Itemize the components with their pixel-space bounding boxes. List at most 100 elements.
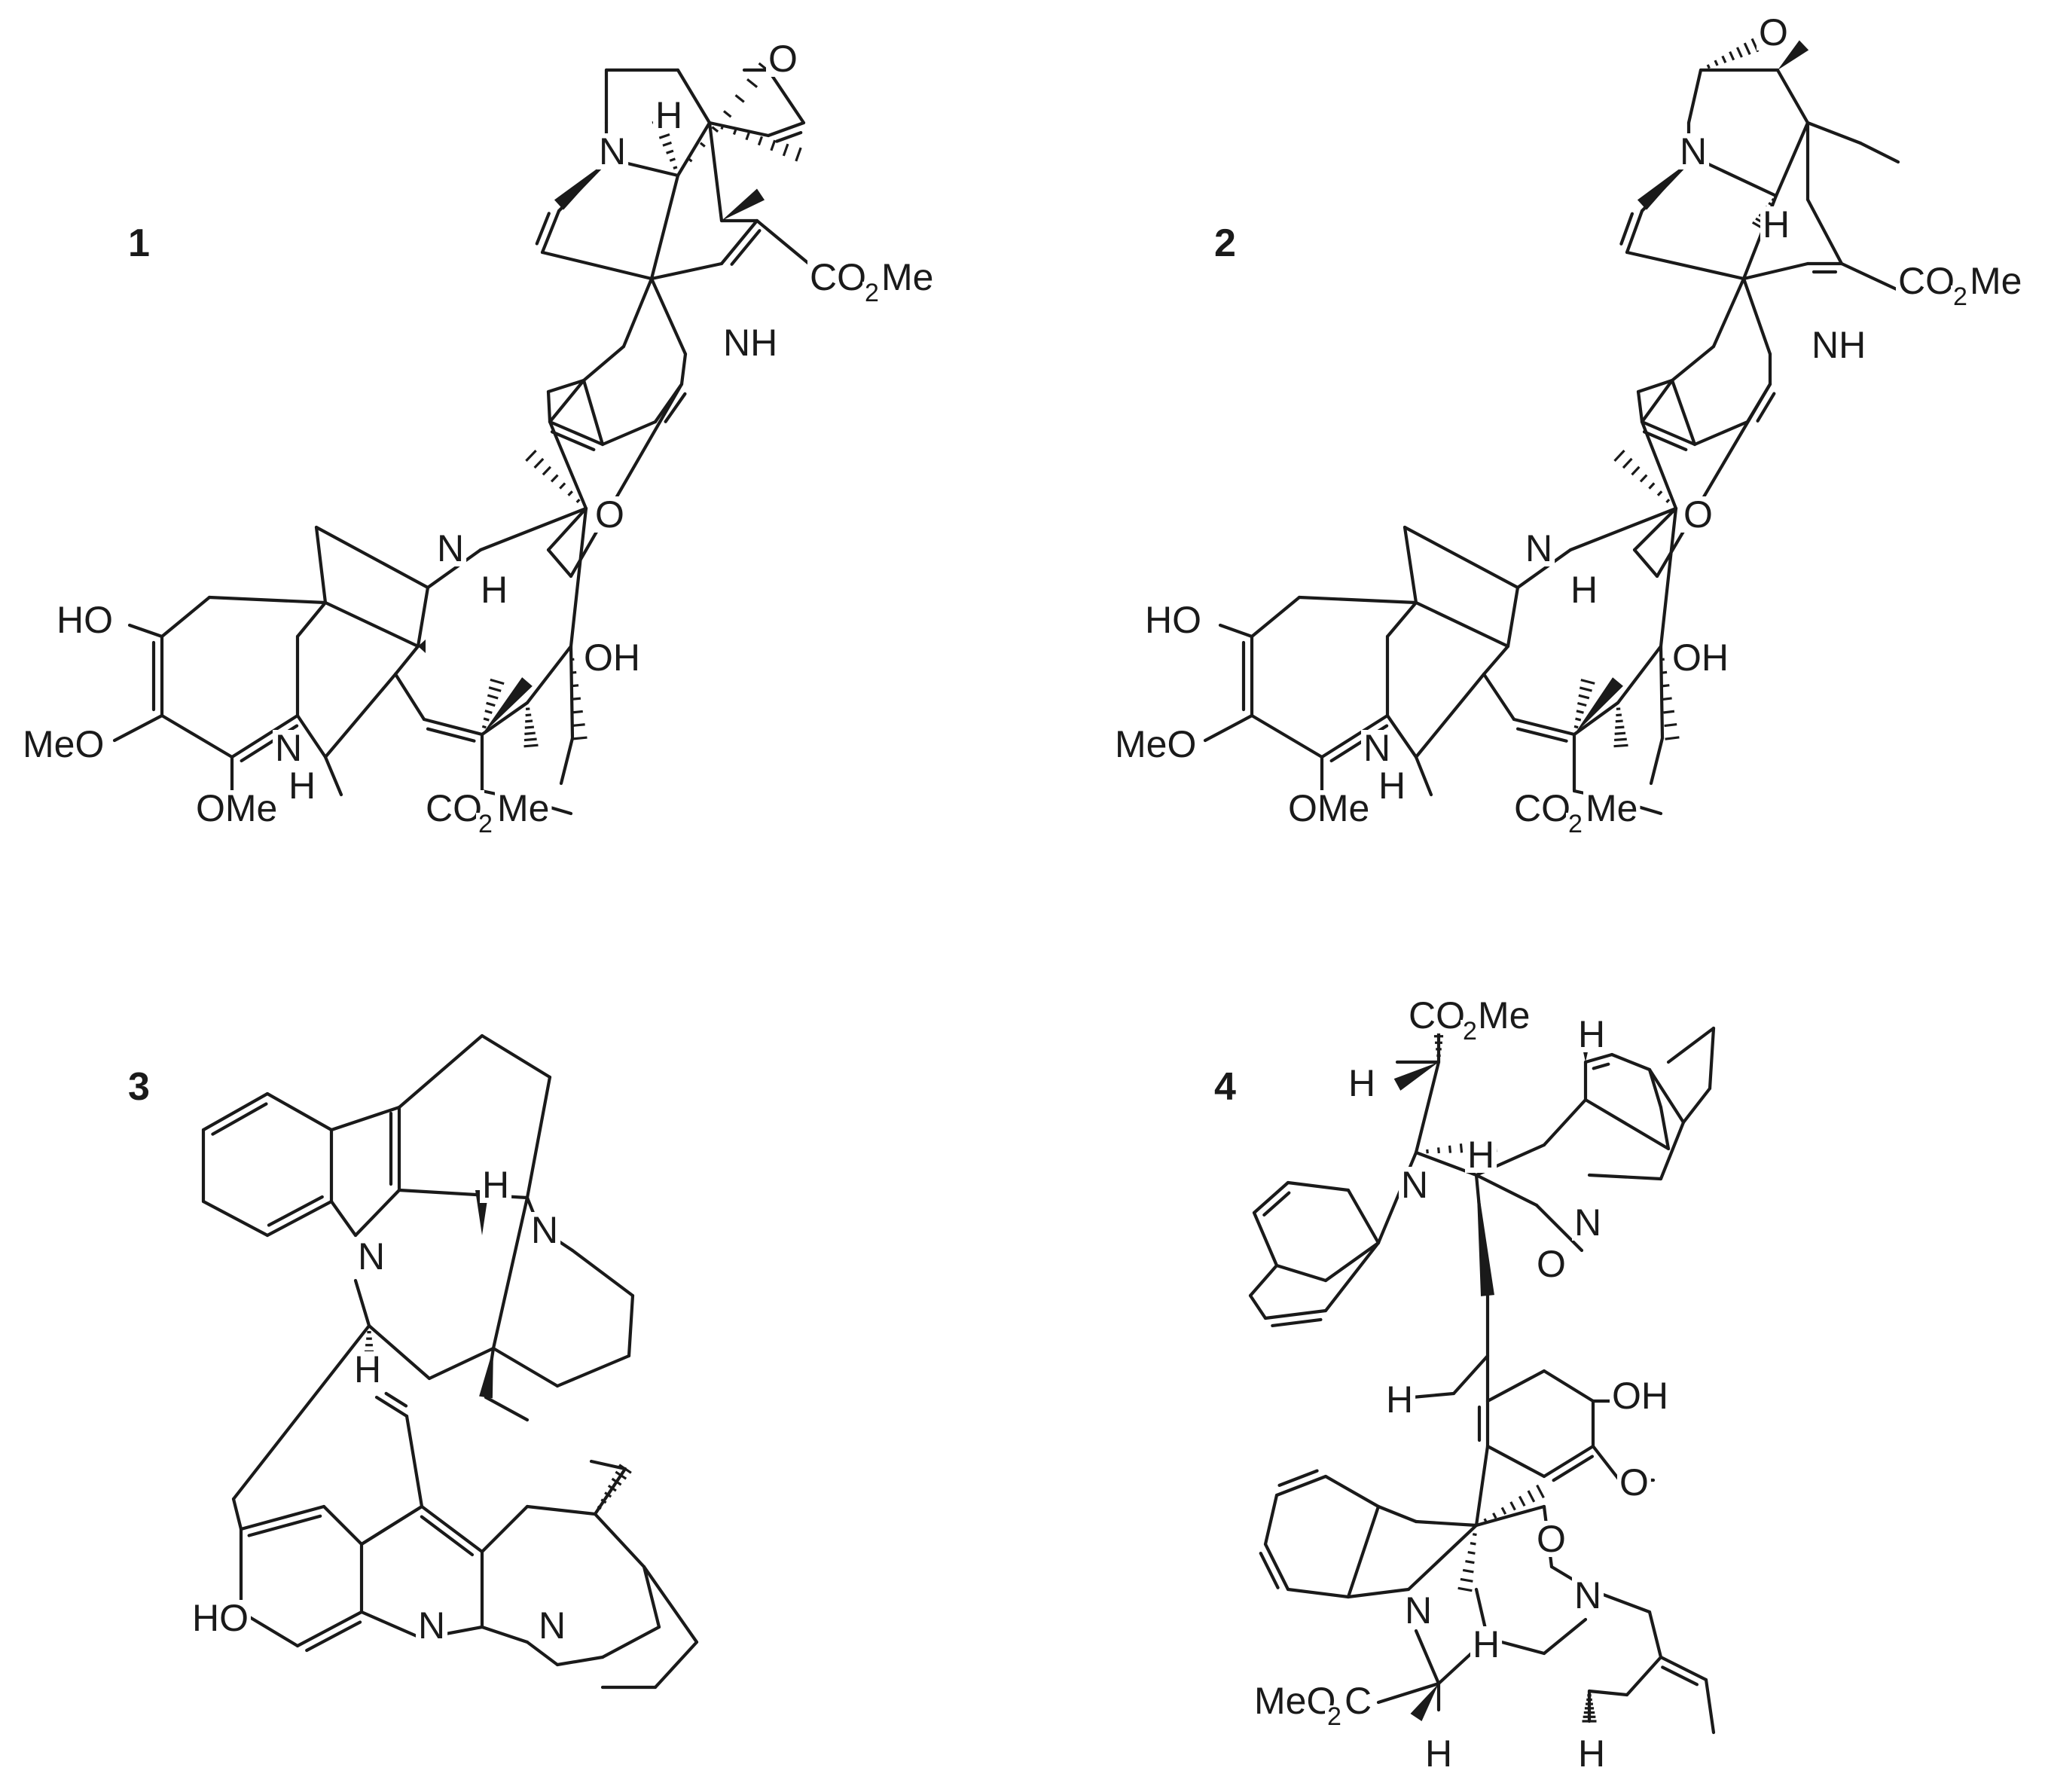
- bond: [546, 378, 586, 394]
- bond: [1670, 344, 1716, 383]
- bond: [1542, 1617, 1588, 1656]
- label-mask: [597, 133, 629, 169]
- atom-label: C: [1345, 1680, 1372, 1722]
- label-mask: [529, 1212, 561, 1248]
- atom-label: H: [1763, 203, 1790, 246]
- atom-label: 2: [865, 279, 879, 307]
- bond: [653, 1640, 699, 1690]
- atom-label: 2: [478, 810, 493, 838]
- bond: [1414, 755, 1433, 797]
- wedge-bond: [554, 162, 606, 210]
- atom-label: O: [595, 493, 624, 536]
- bond: [426, 548, 483, 590]
- bond: [1542, 1444, 1595, 1479]
- atom-label: H: [1467, 1134, 1494, 1176]
- label-mask: [581, 640, 642, 676]
- bond: [160, 713, 234, 759]
- bond: [1659, 506, 1678, 649]
- bond: [422, 717, 484, 737]
- bond: [581, 378, 605, 447]
- label-mask: [1951, 285, 1970, 308]
- atom-label: N: [1525, 527, 1552, 569]
- atom-label: N: [275, 727, 302, 769]
- bond: [1406, 1523, 1479, 1592]
- atom-label: Me: [1970, 260, 2022, 302]
- label-mask: [1681, 496, 1715, 533]
- bond: [540, 250, 654, 281]
- label-mask: [1465, 1137, 1497, 1173]
- hashed-bond: [1573, 679, 1595, 729]
- atom-label: H: [288, 765, 316, 807]
- bond: [1414, 1519, 1479, 1528]
- atom-label: O: [1759, 11, 1788, 53]
- bond: [1708, 1026, 1716, 1091]
- atom-label: OH: [584, 637, 640, 679]
- label-mask: [1406, 997, 1467, 1033]
- atom-label: O: [1619, 1461, 1649, 1504]
- bond: [676, 68, 712, 125]
- bond: [559, 736, 575, 786]
- bond: [766, 68, 806, 125]
- atom-label: O: [1683, 493, 1713, 536]
- wedge-bond: [479, 1348, 493, 1399]
- bond: [1591, 1444, 1622, 1482]
- atom-label: CO: [1514, 787, 1570, 829]
- bond: [1659, 644, 1665, 740]
- double-bond: [1515, 727, 1568, 743]
- atom-label: NH: [1812, 324, 1866, 366]
- bond: [679, 352, 688, 386]
- bond: [546, 548, 573, 579]
- bond: [1286, 1587, 1351, 1599]
- bond: [404, 1414, 424, 1509]
- atom-label: N: [1363, 727, 1390, 769]
- bond: [420, 1504, 484, 1554]
- atom-label: N: [437, 527, 464, 569]
- bond: [1414, 600, 1510, 649]
- label-mask: [423, 790, 484, 826]
- atom-label: OMe: [1288, 787, 1369, 829]
- wedge-bond: [1574, 677, 1623, 734]
- double-bond: [1592, 1062, 1610, 1070]
- bond: [1632, 506, 1678, 552]
- bond: [322, 1504, 364, 1546]
- atom-label: N: [1405, 1589, 1432, 1632]
- bond: [1741, 261, 1810, 281]
- wedge-bond: [722, 188, 765, 221]
- label-mask: [1967, 263, 2025, 299]
- bond: [1218, 623, 1254, 639]
- label-mask: [721, 325, 780, 361]
- bond: [1775, 68, 1810, 125]
- double-bond: [1619, 212, 1634, 246]
- wedge-bond: [418, 640, 426, 653]
- bond: [231, 1323, 371, 1501]
- hashed-bond: [525, 450, 581, 504]
- bond: [1640, 378, 1674, 424]
- label-mask: [1252, 1683, 1338, 1719]
- atom-label: H: [1386, 1378, 1413, 1421]
- bond: [295, 713, 328, 759]
- bond: [230, 713, 300, 759]
- label-mask: [1384, 1381, 1416, 1418]
- hashed-bond: [523, 707, 539, 748]
- atom-label: H: [481, 569, 508, 611]
- double-bond: [1262, 1191, 1291, 1217]
- bond: [569, 382, 684, 579]
- label-mask: [1896, 263, 1957, 299]
- label-mask: [1610, 1378, 1671, 1414]
- bond: [707, 121, 724, 223]
- bond: [1649, 736, 1665, 786]
- atom-label: HO: [56, 599, 113, 641]
- label-mask: [653, 97, 685, 133]
- bond: [480, 701, 530, 737]
- bond: [766, 121, 806, 138]
- double-bond: [664, 392, 687, 423]
- bond: [1616, 644, 1663, 705]
- label-mask: [1403, 1592, 1435, 1629]
- wedge-bond: [482, 677, 533, 734]
- bond: [525, 1075, 552, 1200]
- bond: [323, 672, 398, 759]
- atom-label: OH: [1612, 1375, 1668, 1417]
- atom-label: N: [418, 1604, 445, 1647]
- atom-label: O: [1537, 1518, 1566, 1560]
- atom-label: HO: [1145, 599, 1201, 641]
